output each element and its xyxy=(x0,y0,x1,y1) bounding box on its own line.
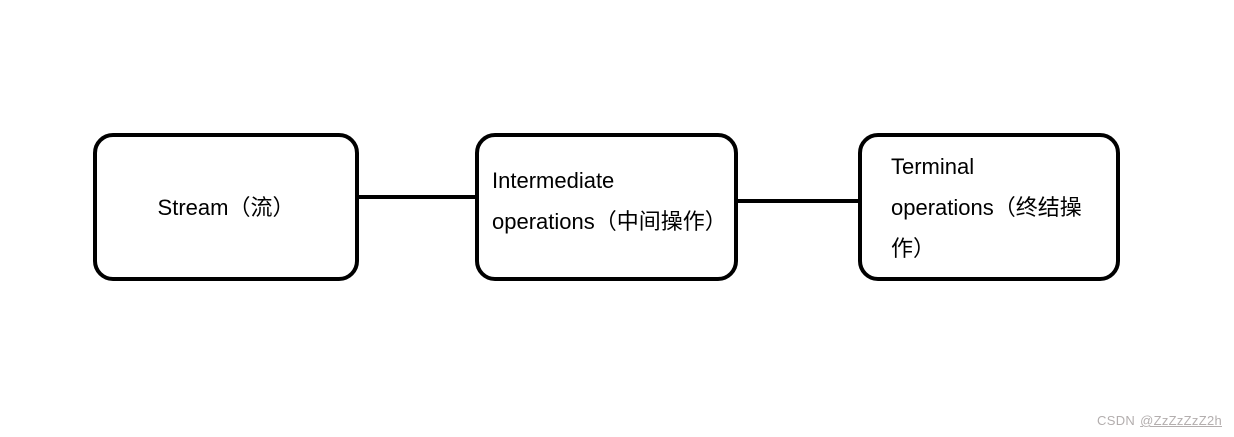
watermark: CSDN @ZzZzZzZ2h xyxy=(1097,413,1222,428)
node-terminal-label-line-1: Terminal xyxy=(891,153,975,179)
node-stream: Stream（流） xyxy=(93,133,359,281)
node-stream-label: Stream（流） xyxy=(157,194,295,220)
connector-stream-to-intermediate xyxy=(355,195,479,199)
node-intermediate-label-line-1: Intermediate xyxy=(492,168,615,193)
node-terminal-operations: Terminal operations（终结操 作） xyxy=(858,133,1120,281)
node-terminal-label-line-3: 作） xyxy=(891,235,936,261)
node-intermediate-label-line-2: operations（中间操作） xyxy=(492,209,727,234)
connector-intermediate-to-terminal xyxy=(734,199,862,203)
node-intermediate-operations: Intermediate operations（中间操作） xyxy=(475,133,738,281)
node-terminal-label-line-2: operations（终结操 xyxy=(891,194,1082,220)
watermark-prefix: CSDN xyxy=(1097,413,1136,428)
watermark-handle: @ZzZzZzZ2h xyxy=(1140,413,1222,428)
